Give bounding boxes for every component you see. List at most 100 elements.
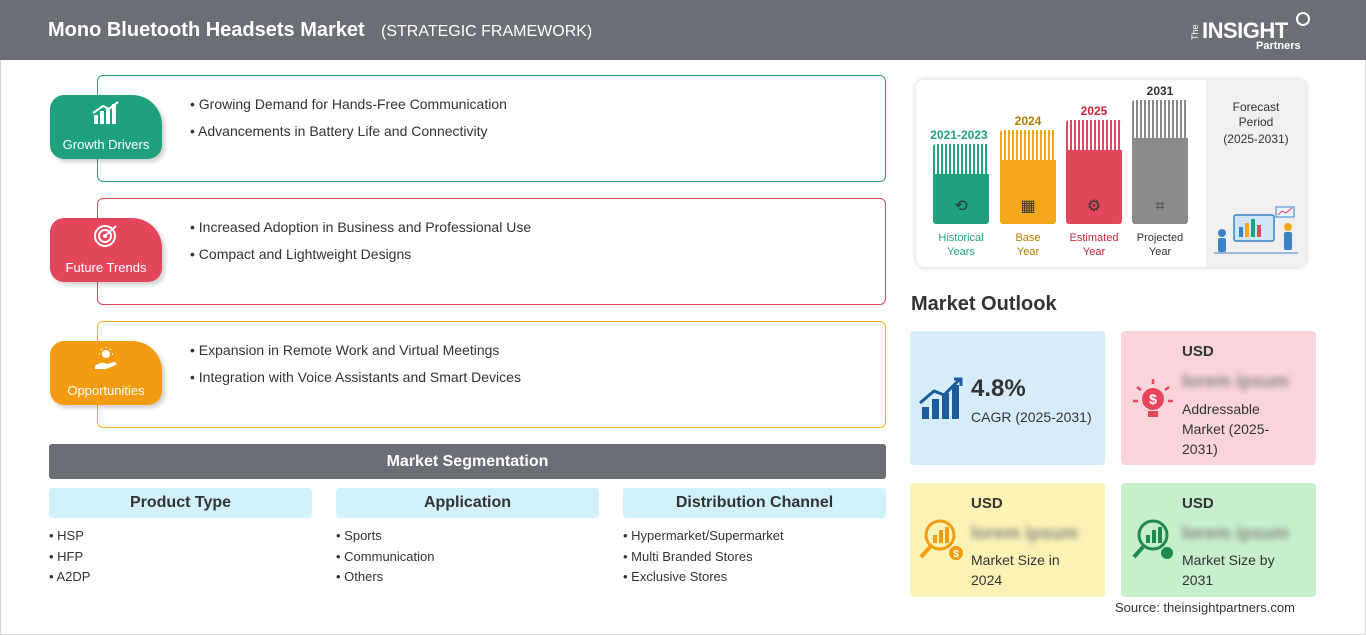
timeline-caption-projected: Projected Year: [1125, 231, 1195, 259]
history-icon: ⟲: [954, 198, 968, 215]
addressable-currency: USD: [1182, 343, 1214, 360]
cagr-value: 4.8%: [971, 375, 1026, 402]
opportunity-item: Integration with Voice Assistants and Sm…: [190, 369, 521, 385]
calendar-icon: ▦: [1020, 198, 1036, 215]
segment-heading: Product Type: [49, 488, 312, 518]
logo-insight: INSIGHT: [1202, 18, 1288, 43]
size-2031-label: Market Size by 2031: [1182, 550, 1275, 590]
label-line: Market (2025-: [1182, 421, 1270, 437]
timeline-bar-base: ▦: [1000, 130, 1056, 224]
label-line: Market Size by: [1182, 552, 1275, 568]
growth-drivers-badge: Growth Drivers: [50, 95, 162, 159]
header-bar: Mono Bluetooth Headsets Market (STRATEGI…: [0, 0, 1366, 60]
label-line: 2024: [971, 572, 1003, 588]
market-outlook-title: Market Outlook: [911, 293, 1057, 315]
segment-item: Communication: [336, 547, 599, 568]
presentation-icon: ⌗: [1155, 198, 1165, 215]
opportunities-label: Opportunities: [67, 383, 145, 398]
growth-drivers-card: Growing Demand for Hands-Free Communicat…: [97, 75, 886, 182]
timeline-year-base: 2024: [1014, 114, 1042, 128]
timeline-bar-estimated: ⚙: [1066, 120, 1122, 224]
opportunities-card: Expansion in Remote Work and Virtual Mee…: [97, 321, 886, 428]
addressable-label: Addressable Market (2025- 2031): [1182, 399, 1269, 459]
opportunity-item: Expansion in Remote Work and Virtual Mee…: [190, 342, 521, 358]
lightbulb-icon: [1296, 12, 1310, 26]
market-segmentation-header: Market Segmentation: [49, 444, 886, 479]
forecast-title-line: Period: [1238, 115, 1274, 129]
logo-partners: Partners: [1256, 40, 1301, 52]
caption-line: Year: [1148, 246, 1172, 258]
magnifier-coins-icon: $: [918, 515, 966, 563]
segment-distribution-channel: Distribution Channel Hypermarket/Superma…: [623, 488, 886, 588]
growth-chart-icon: [918, 375, 966, 423]
caption-line: Years: [947, 246, 975, 258]
future-trends-card: Increased Adoption in Business and Profe…: [97, 198, 886, 305]
growth-chart-icon: [50, 101, 162, 131]
magnifier-chart-icon: [1129, 515, 1177, 563]
cagr-card: 4.8% CAGR (2025-2031): [910, 331, 1105, 465]
svg-text:$: $: [1149, 391, 1157, 407]
segment-item: Multi Branded Stores: [623, 547, 886, 568]
target-icon: [50, 224, 162, 254]
size-2024-value: lorem ipsum: [971, 523, 1079, 543]
insight-partners-logo[interactable]: The INSIGHT Partners: [1190, 10, 1310, 54]
timeline-caption-historical: Historical Years: [926, 231, 996, 259]
segment-heading: Distribution Channel: [623, 488, 886, 518]
caption-line: Year: [1016, 246, 1040, 258]
timeline-caption-estimated: Estimated Year: [1059, 231, 1129, 259]
analysts-illustration-icon: [1214, 205, 1298, 255]
label-line: 2031: [1182, 572, 1214, 588]
segment-heading: Application: [336, 488, 599, 518]
future-trends-label: Future Trends: [65, 260, 147, 275]
trend-item: Increased Adoption in Business and Profe…: [190, 219, 531, 235]
forecast-period: (2025-2031): [1223, 132, 1289, 146]
timeline-panel: 2021-2023 ⟲ Historical Years 2024 ▦ Base…: [916, 80, 1306, 267]
timeline-caption-base: Base Year: [993, 231, 1063, 259]
segment-item: HSP: [49, 526, 312, 547]
driver-item: Advancements in Battery Life and Connect…: [190, 123, 507, 139]
caption-line: Projected: [1136, 232, 1184, 244]
driver-item: Growing Demand for Hands-Free Communicat…: [190, 96, 507, 112]
timeline-bar-projected: ⌗: [1132, 100, 1188, 224]
segment-item: A2DP: [49, 567, 312, 588]
market-size-2031-card: USD lorem ipsum Market Size by 2031: [1121, 483, 1316, 597]
source-credit[interactable]: Source: theinsightpartners.com: [1115, 600, 1295, 615]
segment-product-type: Product Type HSP HFP A2DP: [49, 488, 312, 588]
size-2024-currency: USD: [971, 495, 1003, 512]
addressable-value: lorem ipsum: [1182, 371, 1290, 391]
opportunities-badge: Opportunities: [50, 341, 162, 405]
size-2024-label: Market Size in 2024: [971, 550, 1060, 590]
idea-dollar-icon: $: [1129, 375, 1177, 423]
svg-text:$: $: [953, 549, 959, 560]
segment-application: Application Sports Communication Others: [336, 488, 599, 588]
addressable-market-card: $ USD lorem ipsum Addressable Market (20…: [1121, 331, 1316, 465]
market-size-2024-card: $ USD lorem ipsum Market Size in 2024: [910, 483, 1105, 597]
segment-item: Others: [336, 567, 599, 588]
timeline-year-projected: 2031: [1146, 84, 1174, 98]
growth-drivers-label: Growth Drivers: [62, 137, 150, 152]
bar-stripes: [1132, 100, 1188, 138]
cagr-label: CAGR (2025-2031): [971, 409, 1092, 425]
segment-item: HFP: [49, 547, 312, 568]
forecast-title-line: Forecast: [1232, 100, 1280, 114]
future-trends-badge: Future Trends: [50, 218, 162, 282]
caption-line: Year: [1082, 246, 1106, 258]
segment-item: Hypermarket/Supermarket: [623, 526, 886, 547]
hand-idea-icon: [50, 347, 162, 377]
label-line: Market Size in: [971, 552, 1060, 568]
page-subtitle: (STRATEGIC FRAMEWORK): [381, 23, 593, 40]
trend-item: Compact and Lightweight Designs: [190, 246, 531, 262]
timeline-year-estimated: 2025: [1080, 104, 1108, 118]
timeline-year-historical: 2021-2023: [930, 128, 988, 142]
segment-item: Exclusive Stores: [623, 567, 886, 588]
bar-stripes: [1000, 130, 1056, 160]
size-2031-currency: USD: [1182, 495, 1214, 512]
label-line: Addressable: [1182, 401, 1260, 417]
segment-item: Sports: [336, 526, 599, 547]
bar-stripes: [933, 144, 989, 174]
forecast-title: Forecast Period: [1206, 100, 1306, 130]
caption-line: Base: [1015, 232, 1041, 244]
label-line: 2031): [1182, 441, 1218, 457]
timeline-bar-historical: ⟲: [933, 144, 989, 224]
bar-stripes: [1066, 120, 1122, 150]
